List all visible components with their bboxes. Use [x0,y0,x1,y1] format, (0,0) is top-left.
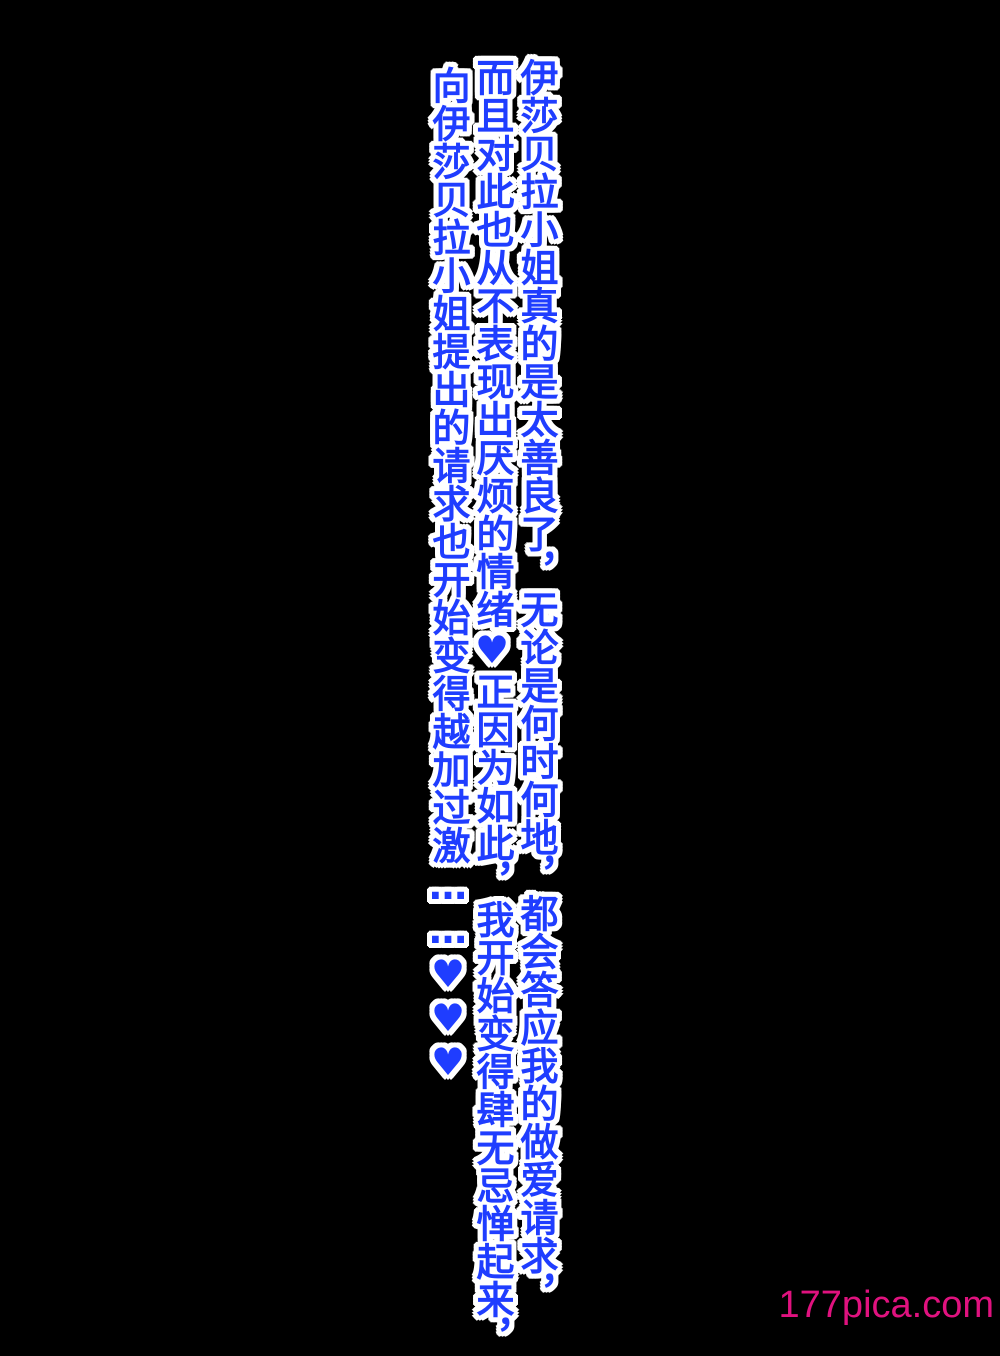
dialogue-line-1: 伊莎贝拉小姐真的是太善良了，无论是何时何地，都会答应我的做爱请求， [514,58,558,1312]
dialogue-line-3: 向伊莎贝拉小姐提出的请求也开始变得越加过激……♥♥♥ [426,66,470,1084]
dialogue-line-2: 而且对此也从不表现出厌烦的情绪♥正因为如此，我开始变得肆无忌惮起来， [470,58,514,1356]
site-watermark: 177pica.com [778,1284,994,1326]
